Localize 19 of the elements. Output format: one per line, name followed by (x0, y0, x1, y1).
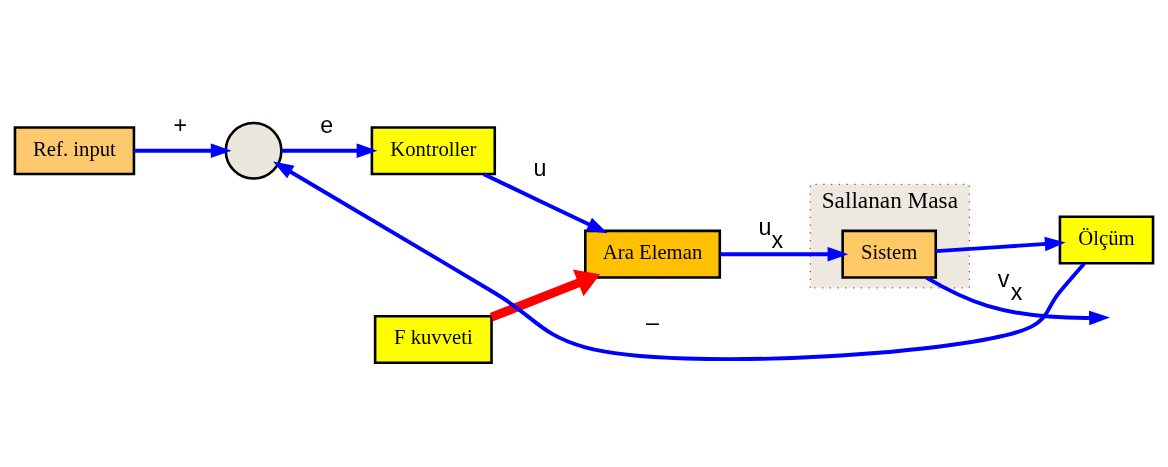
node-box: F kuvveti (373, 314, 493, 365)
edge-label: – (646, 308, 660, 335)
node-box: Ölçüm (1058, 215, 1155, 265)
node-circle (224, 121, 283, 180)
edge-label: + (173, 112, 187, 139)
arrow (489, 269, 601, 322)
edge-label: u (533, 154, 547, 181)
node-box: Ref. input (13, 126, 136, 176)
arrow (281, 143, 378, 158)
arrow (134, 143, 232, 158)
arrow (935, 236, 1066, 254)
node-box: Sistem (841, 229, 938, 279)
node-box: Ara Eleman (584, 229, 722, 279)
edge-label: e (320, 112, 334, 139)
arrow (720, 246, 849, 262)
arrow (482, 172, 608, 234)
arrow (273, 161, 1086, 362)
node-box: Kontroller (370, 126, 497, 176)
arrow (925, 275, 1110, 326)
